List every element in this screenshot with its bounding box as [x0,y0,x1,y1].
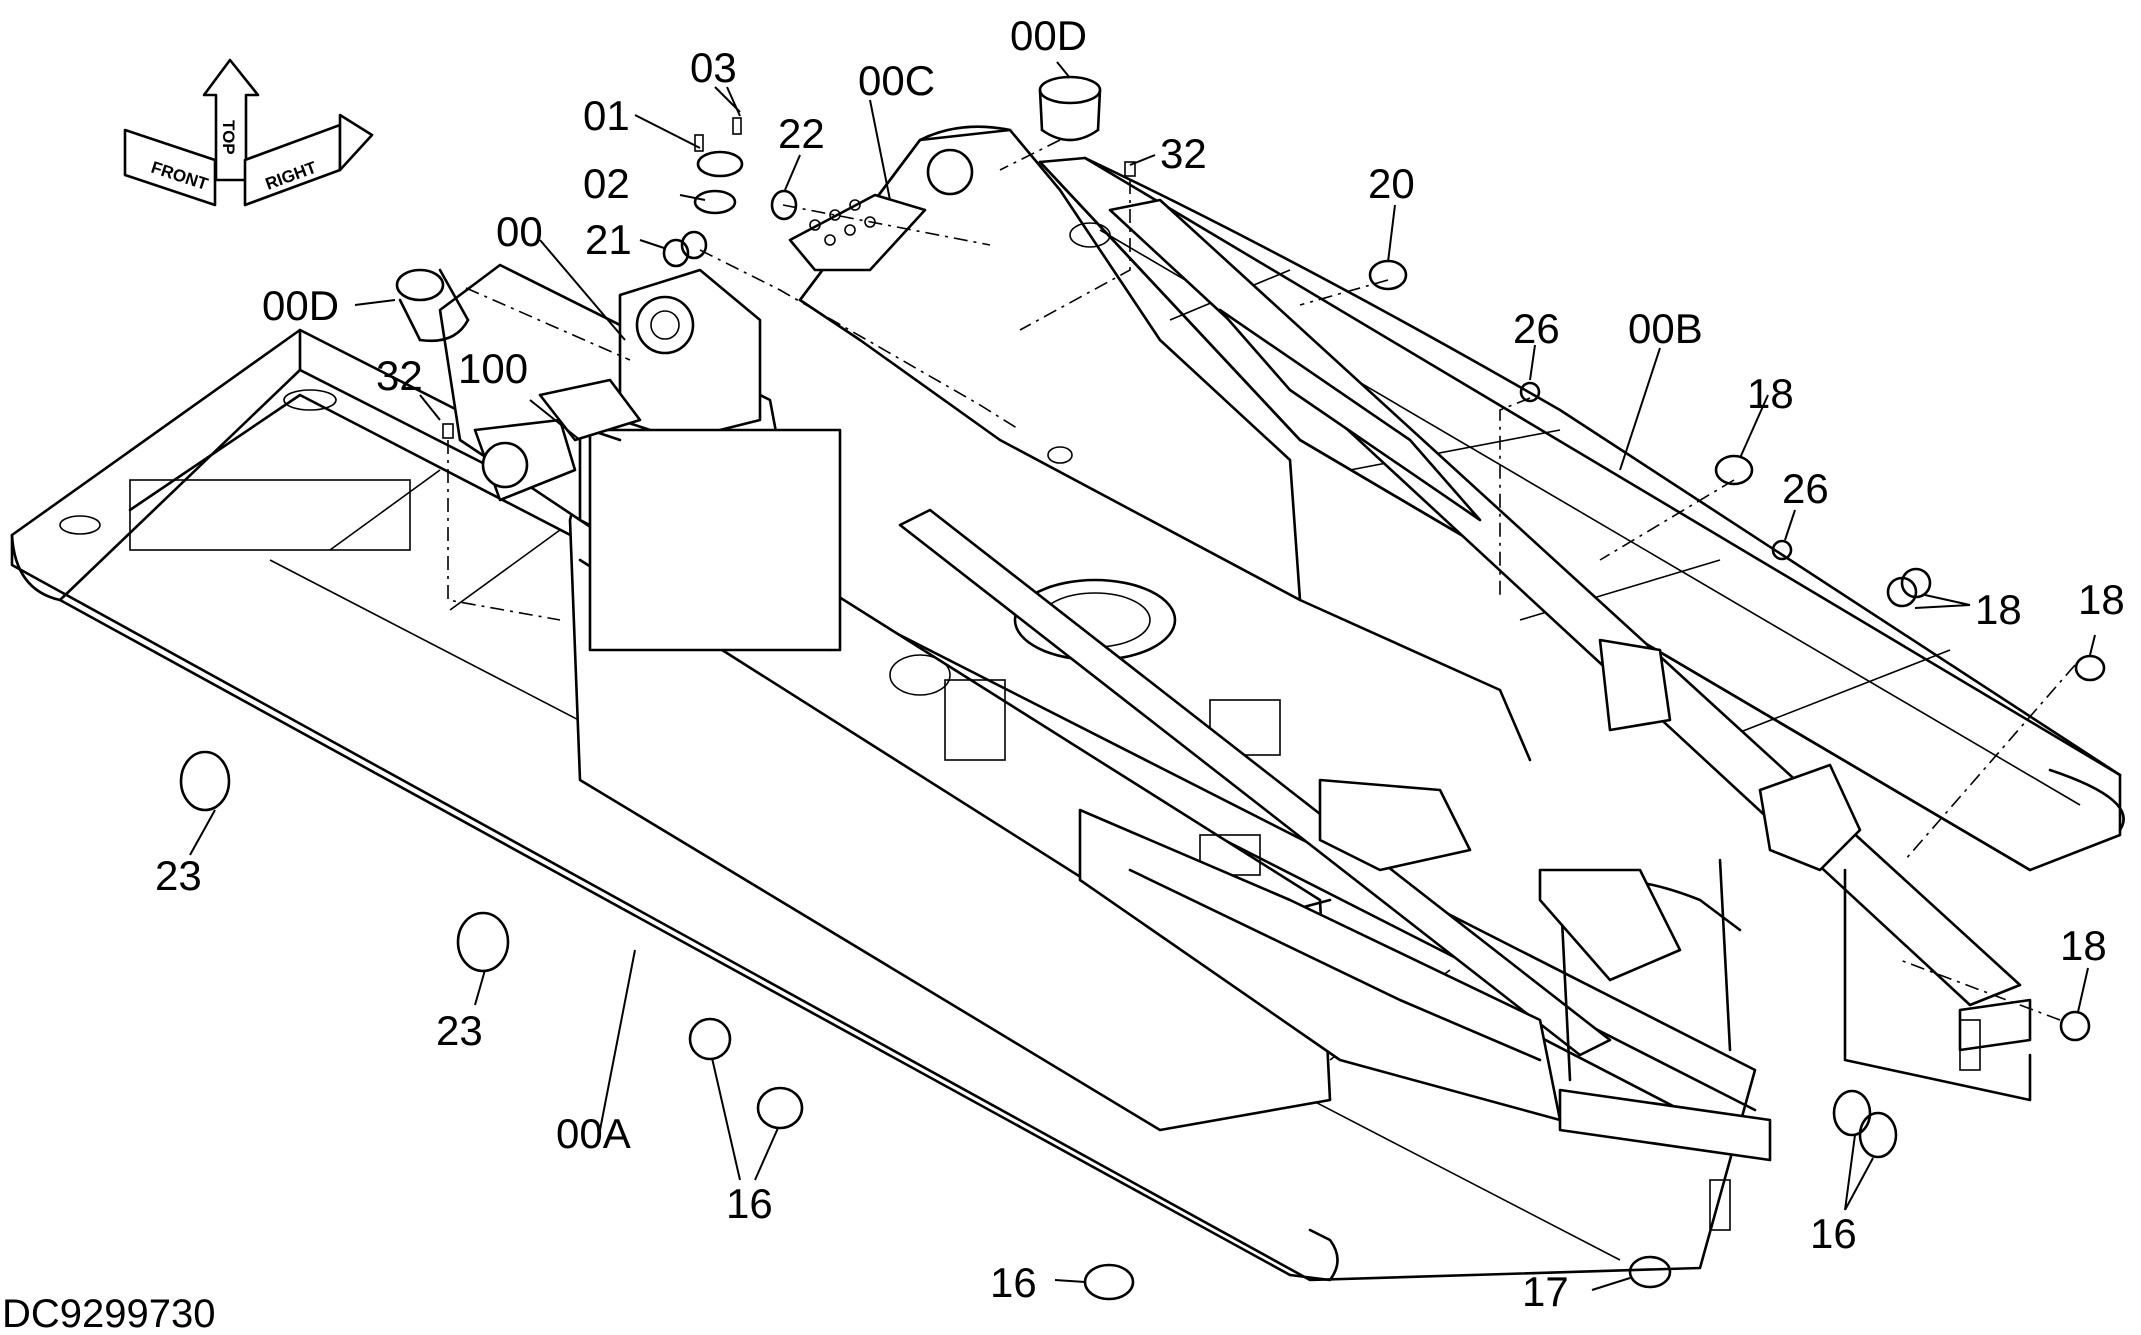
callout-20: 20 [1368,160,1415,207]
bushing-00D-left [395,268,470,343]
ring-18-c [2074,654,2106,682]
callout-16-c: 16 [1810,1210,1857,1257]
callout-00D-left: 00D [262,282,339,329]
callout-26-mid: 26 [1782,465,1829,512]
callout-00D-top: 00D [1010,12,1087,59]
callout-16-a: 16 [726,1180,773,1227]
callout-32-top: 32 [1160,130,1207,177]
callout-23-a: 23 [155,852,202,899]
cross-members [1078,638,1862,1122]
ring-23-b [456,911,510,973]
callout-02: 02 [583,160,630,207]
ring-23-a [179,750,231,812]
callout-00B: 00B [1628,305,1703,352]
o-ring-02 [693,189,737,215]
ring-17 [1628,1255,1672,1289]
orientation-top-label: TOP [219,120,238,155]
callout-18-d: 18 [2060,922,2107,969]
callout-00A: 00A [556,1110,631,1157]
ring-18-a [1714,454,1754,486]
ring-18-d [2059,1010,2091,1042]
callout-labels: 00D 03 00C 01 22 32 02 20 21 00 00D 26 0… [155,12,2125,1315]
bushing-00D-top [1038,75,1102,142]
boom-bracket-left [473,268,842,652]
seals-21 [662,230,708,268]
plug-32-left [442,423,454,439]
parts [179,75,2106,1301]
callout-18-a: 18 [1747,370,1794,417]
callout-23-b: 23 [436,1007,483,1054]
callout-16-bottom: 16 [990,1259,1037,1306]
callout-03: 03 [690,44,737,91]
plug-32-top [1124,161,1136,177]
ring-16-c [1832,1089,1898,1159]
plug-26-mid [1771,539,1793,561]
leader-lines [189,61,2096,1291]
drawing-number: DC9299730 [2,1292,216,1335]
ring-20 [1368,259,1408,291]
callout-18-c: 18 [2078,576,2125,623]
callout-21: 21 [585,216,632,263]
washer-22 [770,189,798,221]
ring-16-a [688,1017,732,1061]
callout-32-left: 32 [376,352,423,399]
orientation-indicator: FRONT TOP RIGHT [123,58,374,207]
callout-17: 17 [1522,1268,1569,1315]
callout-22: 22 [778,110,825,157]
callout-00C: 00C [858,57,935,104]
callout-100: 100 [458,345,528,392]
ring-16-b [756,1086,804,1130]
callout-18-b: 18 [1975,586,2022,633]
callout-26-top: 26 [1513,305,1560,352]
boom-foot-tower [788,125,1302,602]
callout-01: 01 [583,92,630,139]
assembly-center-lines [447,139,2076,1021]
plug-26-top [1519,381,1541,403]
cover-plate-01 [696,150,744,178]
callout-00: 00 [496,208,543,255]
ring-16-bottom [1083,1263,1135,1301]
bolts-03 [694,117,742,152]
ring-18-b [1886,567,1932,608]
